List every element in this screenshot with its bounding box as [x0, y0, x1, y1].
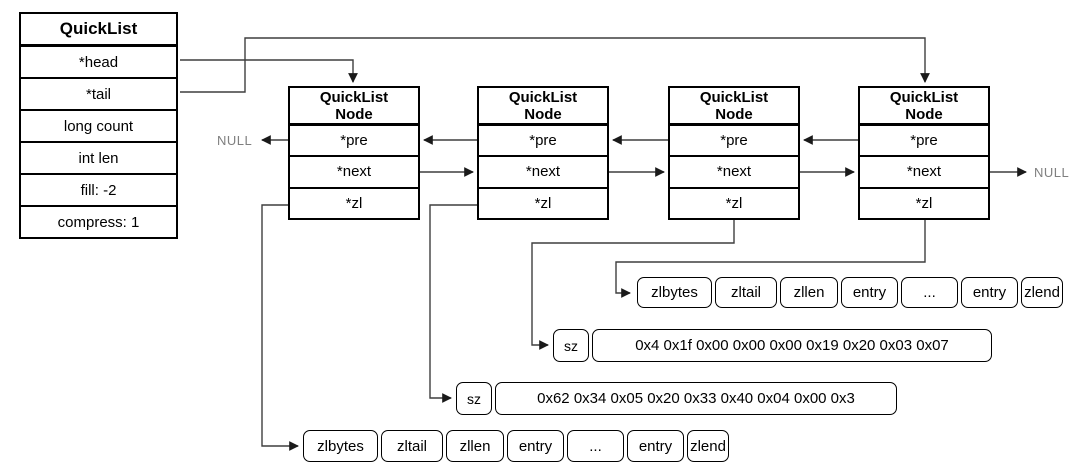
quicklist-node-1: QuickList Node *pre *next *zl: [288, 86, 420, 220]
arrow-node1-zl-ziplist: [261, 204, 299, 451]
quicklist-field-count: long count: [21, 111, 176, 143]
node-title: QuickList Node: [670, 88, 798, 126]
ziplist-cell-entry: entry: [961, 277, 1018, 308]
arrow-node2-zl-sz: [429, 204, 477, 403]
ziplist-node4: zlbytes zltail zllen entry ... entry zle…: [637, 277, 1063, 308]
quicklist-title: QuickList: [21, 14, 176, 47]
ziplist-cell-zllen: zllen: [446, 430, 504, 462]
node2-field-pre: *pre: [479, 126, 607, 158]
ziplist-cell-entry: entry: [841, 277, 898, 308]
ziplist-cell-zllen: zllen: [780, 277, 838, 308]
ziplist-cell-zlbytes: zlbytes: [303, 430, 378, 462]
arrow-tail-to-node4: [180, 37, 930, 93]
quicklist-field-head: *head: [21, 47, 176, 79]
node2-field-next: *next: [479, 157, 607, 189]
node3-field-zl: *zl: [725, 194, 743, 212]
ziplist-cell-zlend: zlend: [687, 430, 729, 462]
ziplist-cell-zltail: zltail: [715, 277, 777, 308]
quicklist-node-3: QuickList Node *pre *next *zl: [668, 86, 800, 220]
ziplist-cell-ellipsis: ...: [567, 430, 624, 462]
quicklist-box: QuickList *head *tail long count int len…: [19, 12, 178, 239]
ziplist-cell-entry: entry: [627, 430, 684, 462]
node3-field-next: *next: [670, 157, 798, 189]
arrow-head-to-node1: [180, 59, 358, 83]
null-label-left: NULL: [217, 133, 253, 148]
null-label-right: NULL: [1034, 165, 1070, 180]
node4-field-zl: *zl: [915, 194, 933, 212]
ziplist-node1: zlbytes zltail zllen entry ... entry zle…: [303, 430, 729, 462]
quicklist-field-len: int len: [21, 143, 176, 175]
sz-group-node2: sz 0x62 0x34 0x05 0x20 0x33 0x40 0x04 0x…: [456, 382, 897, 415]
ziplist-cell-entry: entry: [507, 430, 564, 462]
node-title: QuickList Node: [290, 88, 418, 126]
node3-field-pre: *pre: [670, 126, 798, 158]
node2-field-zl: *zl: [534, 194, 552, 212]
ziplist-cell-zlend: zlend: [1021, 277, 1063, 308]
sz-hex-bytes: 0x4 0x1f 0x00 0x00 0x00 0x19 0x20 0x03 0…: [592, 329, 992, 362]
ziplist-cell-ellipsis: ...: [901, 277, 958, 308]
quicklist-field-compress: compress: 1: [57, 213, 140, 231]
sz-label: sz: [456, 382, 492, 415]
ziplist-cell-zlbytes: zlbytes: [637, 277, 712, 308]
node1-field-zl: *zl: [345, 194, 363, 212]
sz-hex-bytes: 0x62 0x34 0x05 0x20 0x33 0x40 0x04 0x00 …: [495, 382, 897, 415]
node1-field-next: *next: [290, 157, 418, 189]
quicklist-field-tail: *tail: [21, 79, 176, 111]
node4-field-next: *next: [860, 157, 988, 189]
node-title: QuickList Node: [860, 88, 988, 126]
sz-label: sz: [553, 329, 589, 362]
quicklist-node-4: QuickList Node *pre *next *zl: [858, 86, 990, 220]
ziplist-cell-zltail: zltail: [381, 430, 443, 462]
quicklist-field-fill: fill: -2: [21, 175, 176, 207]
node1-field-pre: *pre: [290, 126, 418, 158]
node-title: QuickList Node: [479, 88, 607, 126]
quicklist-node-2: QuickList Node *pre *next *zl: [477, 86, 609, 220]
node4-field-pre: *pre: [860, 126, 988, 158]
sz-group-node3: sz 0x4 0x1f 0x00 0x00 0x00 0x19 0x20 0x0…: [553, 329, 992, 362]
